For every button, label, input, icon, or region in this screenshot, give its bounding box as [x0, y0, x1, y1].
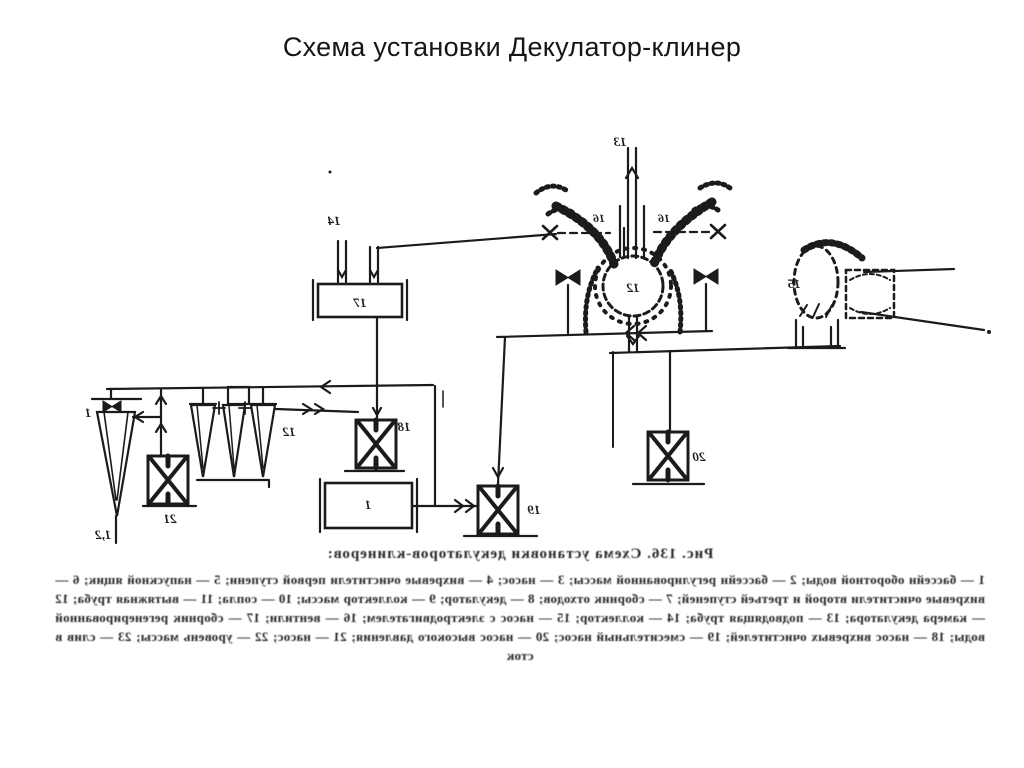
- header-line: [105, 379, 444, 408]
- collector-box: [311, 170, 558, 424]
- valve-stems: [566, 282, 708, 335]
- deculator-chamber: [593, 246, 673, 326]
- label-pump-motor-unit: 15: [787, 276, 801, 291]
- page-title: Схема установки Декулатор-клинер: [282, 32, 742, 62]
- bowtie-valves: [555, 268, 719, 286]
- pump-motor-unit: [786, 239, 991, 350]
- pump-under-box: [343, 420, 406, 473]
- label-cone-left-top: 1: [85, 405, 92, 420]
- figure-title: Схема установки декулаторов-клинеров:: [326, 546, 642, 562]
- label-pump-center: 19: [527, 502, 541, 517]
- chamber-downpipe: [625, 314, 641, 354]
- label-cone-left-bottom: 1,2: [94, 527, 111, 542]
- label-deculator: 12: [626, 280, 640, 295]
- pump-center: [462, 335, 539, 538]
- figure-caption: Рис. 136. Схема установки декулаторов-кл…: [55, 546, 985, 665]
- baseline-lower: [608, 344, 842, 448]
- diagram-labels: 13 16 16 12 14 17 15 12 1 1,2 21 18 1 19…: [85, 134, 801, 542]
- cone-cleaners-trio: [188, 385, 360, 489]
- label-pump-right: 20: [692, 449, 707, 464]
- label-valve-right: 16: [658, 211, 670, 225]
- label-riser: 13: [613, 134, 627, 149]
- tank-box: [318, 384, 478, 534]
- pump-left: [131, 388, 198, 508]
- riser-pipe: [618, 146, 646, 260]
- label-valve-left: 16: [593, 211, 605, 225]
- label-collector-box: 17: [353, 295, 367, 310]
- cone-cleaner-left: [90, 387, 143, 545]
- pump-right: [631, 432, 706, 486]
- label-inlet-header: 14: [327, 213, 341, 228]
- label-cone-cleaners: 12: [282, 424, 296, 439]
- label-pump-under-box: 18: [397, 419, 411, 434]
- caption-legend: 1 — бассейн оборотной воды; 2 — бассейн …: [55, 572, 985, 663]
- caption-title: Рис. 136. Схема установки декулаторов-кл…: [55, 546, 985, 563]
- label-tank-box: 1: [365, 497, 372, 512]
- figure-number: Рис. 136.: [646, 546, 714, 562]
- label-pump-left: 21: [164, 511, 178, 526]
- vacuum-dashed-line: [541, 223, 727, 241]
